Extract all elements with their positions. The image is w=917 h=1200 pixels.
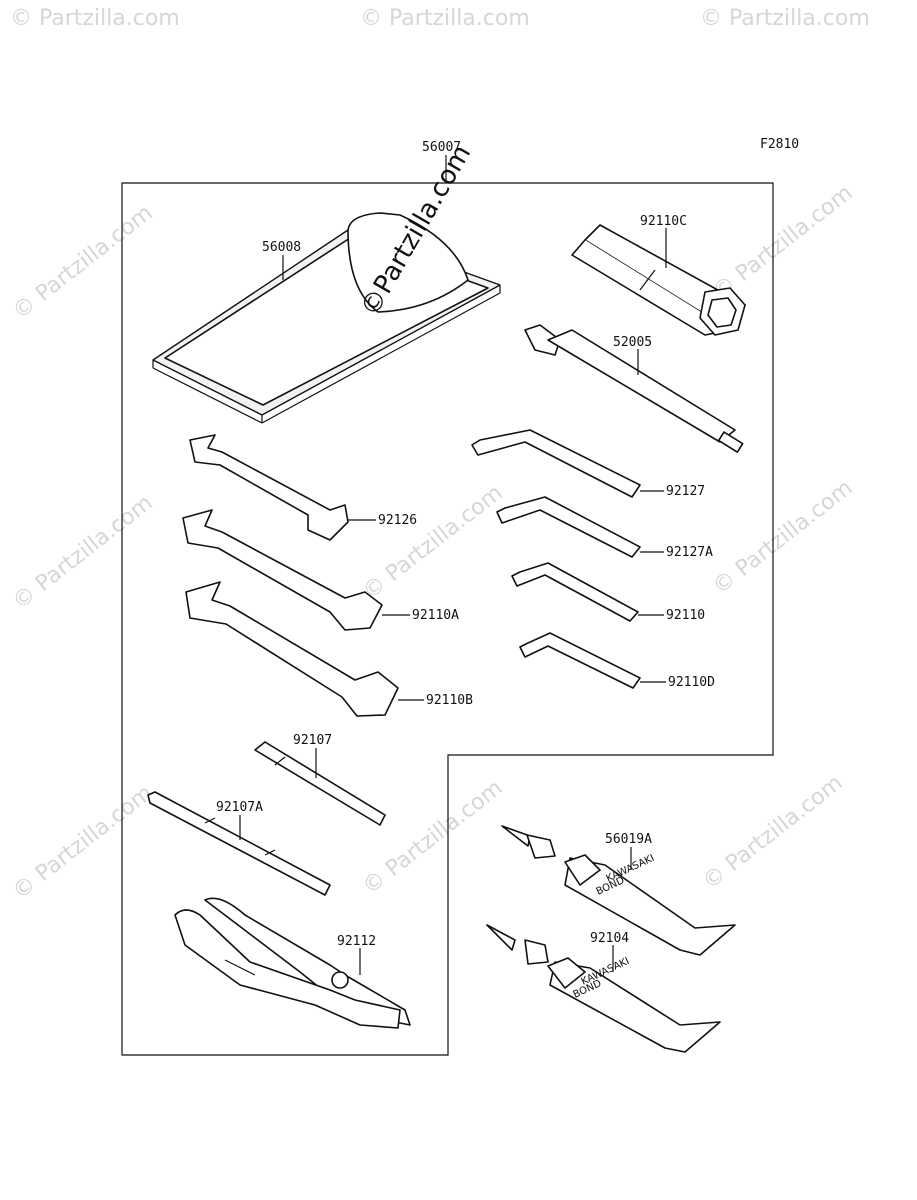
tool-bag[interactable] bbox=[152, 212, 501, 424]
hex-key-92110[interactable] bbox=[511, 562, 639, 622]
part-label-92110[interactable]: 92110 bbox=[666, 608, 705, 623]
part-label-92112[interactable]: 92112 bbox=[337, 934, 376, 949]
part-label-56019A[interactable]: 56019A bbox=[605, 832, 652, 847]
watermark: © Partzilla.com bbox=[360, 6, 530, 31]
wrench-medium[interactable] bbox=[182, 509, 383, 631]
part-label-92107A[interactable]: 92107A bbox=[216, 800, 263, 815]
watermark: © Partzilla.com bbox=[358, 776, 507, 900]
watermark: © Partzilla.com bbox=[8, 781, 157, 905]
hex-key-92127A[interactable] bbox=[496, 496, 641, 558]
part-label-92110B[interactable]: 92110B bbox=[426, 693, 473, 708]
hex-key-92127[interactable] bbox=[471, 429, 641, 498]
wrench-large[interactable] bbox=[185, 581, 399, 717]
watermark: © Partzilla.com bbox=[8, 201, 157, 325]
pliers[interactable] bbox=[174, 897, 411, 1029]
part-label-92127A[interactable]: 92127A bbox=[666, 545, 713, 560]
screwdriver-handle[interactable] bbox=[147, 791, 331, 896]
part-label-56007[interactable]: 56007 bbox=[422, 140, 461, 155]
wrench-small[interactable] bbox=[189, 434, 349, 541]
part-label-92110A[interactable]: 92110A bbox=[412, 608, 459, 623]
part-label-92126[interactable]: 92126 bbox=[378, 513, 417, 528]
part-label-92110D[interactable]: 92110D bbox=[668, 675, 715, 690]
watermark: © Partzilla.com bbox=[358, 481, 507, 605]
spark-plug-wrench[interactable] bbox=[571, 224, 746, 336]
watermark: © Partzilla.com bbox=[10, 6, 180, 31]
hex-key-92110D[interactable] bbox=[519, 632, 641, 689]
watermark: © Partzilla.com bbox=[698, 771, 847, 895]
screwdriver-bit[interactable] bbox=[254, 741, 386, 826]
tool-kit-boundary bbox=[121, 182, 774, 1056]
part-label-52005[interactable]: 52005 bbox=[613, 335, 652, 350]
watermark: © Partzilla.com bbox=[700, 6, 870, 31]
part-label-56008[interactable]: 56008 bbox=[262, 240, 301, 255]
part-label-92127[interactable]: 92127 bbox=[666, 484, 705, 499]
part-label-92104[interactable]: 92104 bbox=[590, 931, 629, 946]
extension-bar[interactable] bbox=[524, 324, 744, 453]
part-label-92107[interactable]: 92107 bbox=[293, 733, 332, 748]
part-label-92110C[interactable]: 92110C bbox=[640, 214, 687, 229]
watermark: © Partzilla.com bbox=[708, 476, 857, 600]
watermark: © Partzilla.com bbox=[708, 181, 857, 305]
figure-code: F2810 bbox=[760, 137, 799, 152]
watermark: © Partzilla.com bbox=[8, 491, 157, 615]
